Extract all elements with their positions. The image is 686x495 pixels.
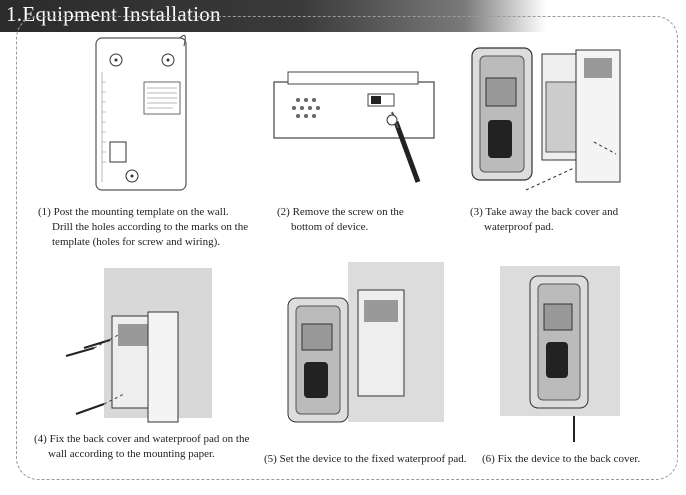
step1-caption: (1) Post the mounting template on the wa… xyxy=(38,205,273,250)
step4-line1: (4) Fix the back cover and waterproof pa… xyxy=(34,433,250,445)
step3-caption: (3) Take away the back cover and waterpr… xyxy=(470,205,670,235)
step1-line3: template (holes for screw and wiring). xyxy=(52,236,220,248)
content-frame xyxy=(16,16,678,480)
step5-set-device-illustration xyxy=(284,262,444,432)
section-title: 1.Equipment Installation xyxy=(6,2,221,26)
step1-line1: (1) Post the mounting template on the wa… xyxy=(38,206,229,218)
step3-line2: waterproof pad. xyxy=(484,221,554,233)
step6-line1: (6) Fix the device to the back cover. xyxy=(482,453,641,465)
step5-caption: (5) Set the device to the fixed waterpro… xyxy=(264,452,479,467)
step1-template-illustration xyxy=(88,32,198,194)
step2-caption: (2) Remove the screw on the bottom of de… xyxy=(277,205,457,235)
step4-caption: (4) Fix the back cover and waterproof pa… xyxy=(34,432,274,462)
step2-line1: (2) Remove the screw on the xyxy=(277,206,404,218)
step4-wall-mount-illustration xyxy=(64,268,214,428)
step1-line2: Drill the holes according to the marks o… xyxy=(52,221,249,233)
step4-line2: wall according to the mounting paper. xyxy=(48,448,215,460)
step3-back-cover-illustration xyxy=(466,42,636,202)
step5-line1: (5) Set the device to the fixed waterpro… xyxy=(264,453,467,465)
step2-device-bottom-illustration xyxy=(268,64,438,184)
step6-fixed-device-illustration xyxy=(500,266,620,446)
step2-line2: bottom of device. xyxy=(291,221,369,233)
step3-line1: (3) Take away the back cover and xyxy=(470,206,619,218)
step6-caption: (6) Fix the device to the back cover. xyxy=(482,452,682,467)
